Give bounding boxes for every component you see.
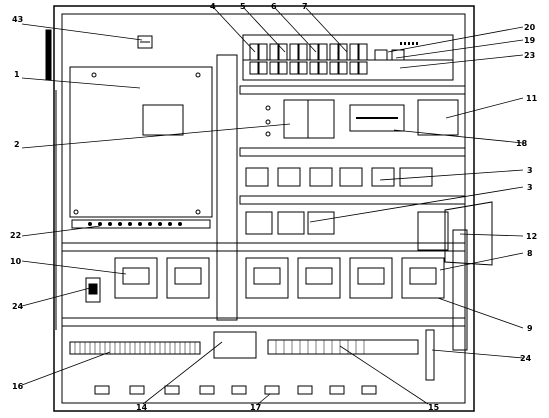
controller-enclosure xyxy=(69,66,213,218)
relay-module xyxy=(283,99,335,139)
callout-43: 43 xyxy=(12,15,23,24)
right-duct xyxy=(452,229,468,351)
door-hinge xyxy=(45,29,52,81)
callout-22: 22 xyxy=(10,231,21,240)
callout-labels: 43 1 2 22 10 24 16 14 17 15 4 5 6 7 20 1… xyxy=(10,2,538,412)
small-switch xyxy=(85,277,101,303)
callout-15: 15 xyxy=(428,403,440,412)
horizontal-duct-1 xyxy=(239,85,466,95)
relay-terminal xyxy=(265,131,271,137)
top-left-device xyxy=(137,35,153,49)
top-right-terminals xyxy=(400,42,418,45)
callout-1: 1 xyxy=(14,70,20,79)
callout-9: 9 xyxy=(527,324,533,333)
callout-4: 4 xyxy=(210,2,216,11)
mount-screw xyxy=(91,72,97,78)
callout-20: 20 xyxy=(524,23,536,32)
callout-5: 5 xyxy=(240,2,246,11)
cable-bracket xyxy=(444,201,493,266)
callout-7: 7 xyxy=(302,2,308,11)
terminal-block-16-detail xyxy=(74,342,196,354)
callout-2: 2 xyxy=(14,140,20,149)
callout-3-lower: 3 xyxy=(527,183,533,192)
small-switch-knob xyxy=(88,283,98,295)
callout-24-upper: 24 xyxy=(12,302,24,311)
terminal-strip-upper xyxy=(71,219,211,229)
mount-screw xyxy=(195,72,201,78)
callout-10: 10 xyxy=(10,257,22,266)
horizontal-duct-2 xyxy=(239,147,466,157)
callout-16: 16 xyxy=(12,382,24,391)
horizontal-duct-5 xyxy=(61,317,466,327)
drive-modules xyxy=(114,257,445,299)
leader-lines xyxy=(21,7,524,405)
controller-window xyxy=(142,104,184,136)
vertical-terminal-strip xyxy=(425,329,435,381)
callout-19: 19 xyxy=(524,36,536,45)
vertical-duct xyxy=(216,54,238,321)
callout-3-upper: 3 xyxy=(527,166,533,175)
fuse-block-14 xyxy=(213,331,257,359)
breaker-row xyxy=(249,43,405,75)
contactor-row-lower xyxy=(245,211,335,235)
callout-14: 14 xyxy=(136,403,148,412)
callout-18: 18 xyxy=(516,139,528,148)
breaker-panel xyxy=(242,34,454,81)
power-supply-box xyxy=(417,99,459,136)
cable-glands xyxy=(94,385,377,395)
din-module xyxy=(349,104,405,132)
terminal-strip-upper-pins xyxy=(88,222,182,226)
callout-17: 17 xyxy=(250,403,261,412)
cabinet-inner xyxy=(61,13,466,404)
horizontal-duct-4 xyxy=(61,242,466,252)
callout-23: 23 xyxy=(524,51,535,60)
horizontal-duct-3 xyxy=(239,195,466,205)
contactor-row-upper xyxy=(245,167,433,187)
callout-11: 11 xyxy=(526,94,538,103)
cabinet-outer xyxy=(53,5,475,412)
relay-terminal xyxy=(265,105,271,111)
mount-screw xyxy=(73,209,79,215)
relay-terminal xyxy=(265,119,271,125)
bracket-base xyxy=(417,211,449,251)
mount-screw xyxy=(195,209,201,215)
callout-6: 6 xyxy=(271,2,277,11)
terminal-block-15-detail xyxy=(275,340,365,354)
terminal-block-15 xyxy=(267,339,419,355)
callout-8: 8 xyxy=(527,249,533,258)
callout-12: 12 xyxy=(526,232,537,241)
callout-24-lower: 24 xyxy=(520,354,532,363)
